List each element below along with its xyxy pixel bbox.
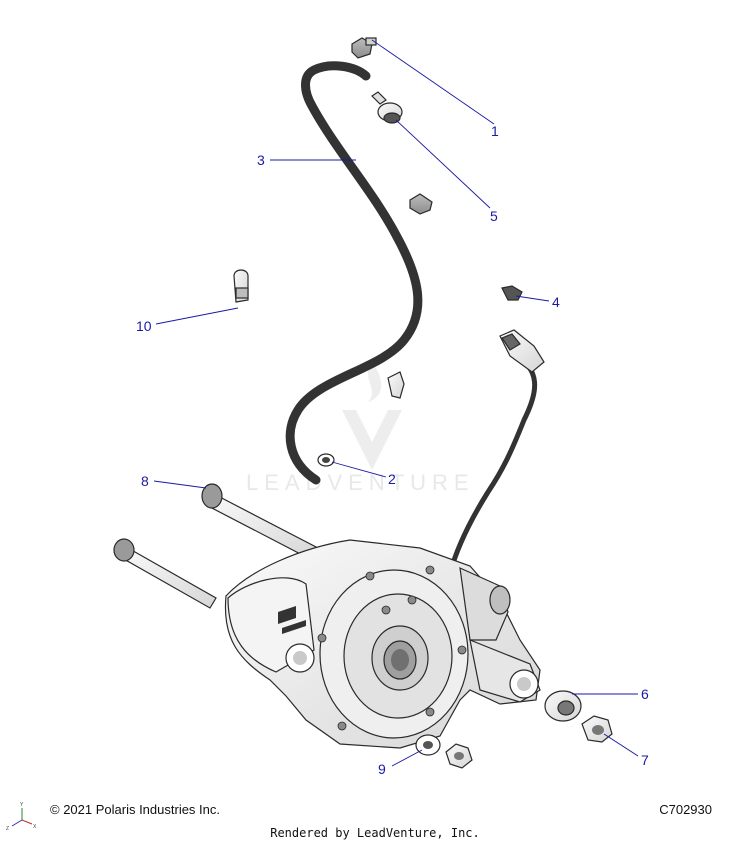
leader-8 bbox=[153, 480, 207, 489]
clamp-part bbox=[233, 269, 249, 303]
leader-9 bbox=[391, 749, 423, 767]
axis-label-z: Z bbox=[6, 826, 9, 832]
callout-4: 4 bbox=[552, 294, 560, 310]
bushing-part bbox=[544, 690, 582, 722]
callout-8: 8 bbox=[141, 473, 149, 489]
callout-9: 9 bbox=[378, 761, 386, 777]
hose-clip-upper-part bbox=[409, 193, 433, 215]
vent-hose bbox=[285, 61, 423, 485]
callout-numbers: 1 2 3 4 5 6 7 8 9 10 bbox=[136, 123, 649, 777]
axis-triad-icon: Y X Z bbox=[6, 802, 37, 832]
axis-label-y: Y bbox=[20, 802, 24, 808]
gearcase-housing bbox=[224, 539, 541, 749]
callout-6: 6 bbox=[641, 686, 649, 702]
leader-1 bbox=[371, 39, 495, 125]
leader-10 bbox=[155, 307, 239, 325]
callout-10: 10 bbox=[136, 318, 152, 334]
watermark-text: LEADVENTURE bbox=[246, 470, 475, 495]
callout-3: 3 bbox=[257, 152, 265, 168]
callout-5: 5 bbox=[490, 208, 498, 224]
hose-clamp-part bbox=[317, 453, 335, 467]
watermark-logo: LEADVENTURE bbox=[246, 362, 475, 495]
leader-2 bbox=[331, 461, 387, 478]
breather-valve-part bbox=[371, 91, 403, 124]
leader-5 bbox=[395, 119, 491, 209]
callout-2: 2 bbox=[388, 471, 396, 487]
axis-label-x: X bbox=[33, 824, 37, 830]
leader-4 bbox=[515, 295, 550, 302]
leader-7 bbox=[603, 733, 639, 757]
callout-1: 1 bbox=[491, 123, 499, 139]
leader-lines bbox=[153, 39, 639, 767]
hose-fitting-part bbox=[351, 37, 377, 59]
long-bolt-upper bbox=[201, 483, 319, 561]
nut-part-lower bbox=[445, 743, 473, 769]
long-bolt-lower bbox=[113, 538, 217, 609]
push-pin-part bbox=[501, 285, 523, 301]
hose-bracket-part bbox=[387, 371, 405, 399]
nut-part-right bbox=[581, 715, 613, 743]
drawing-id: C702930 bbox=[659, 802, 712, 817]
washer-part bbox=[415, 734, 441, 756]
rendered-by-text: Rendered by LeadVenture, Inc. bbox=[270, 826, 480, 840]
callout-7: 7 bbox=[641, 752, 649, 768]
copyright-text: © 2021 Polaris Industries Inc. bbox=[50, 802, 220, 817]
